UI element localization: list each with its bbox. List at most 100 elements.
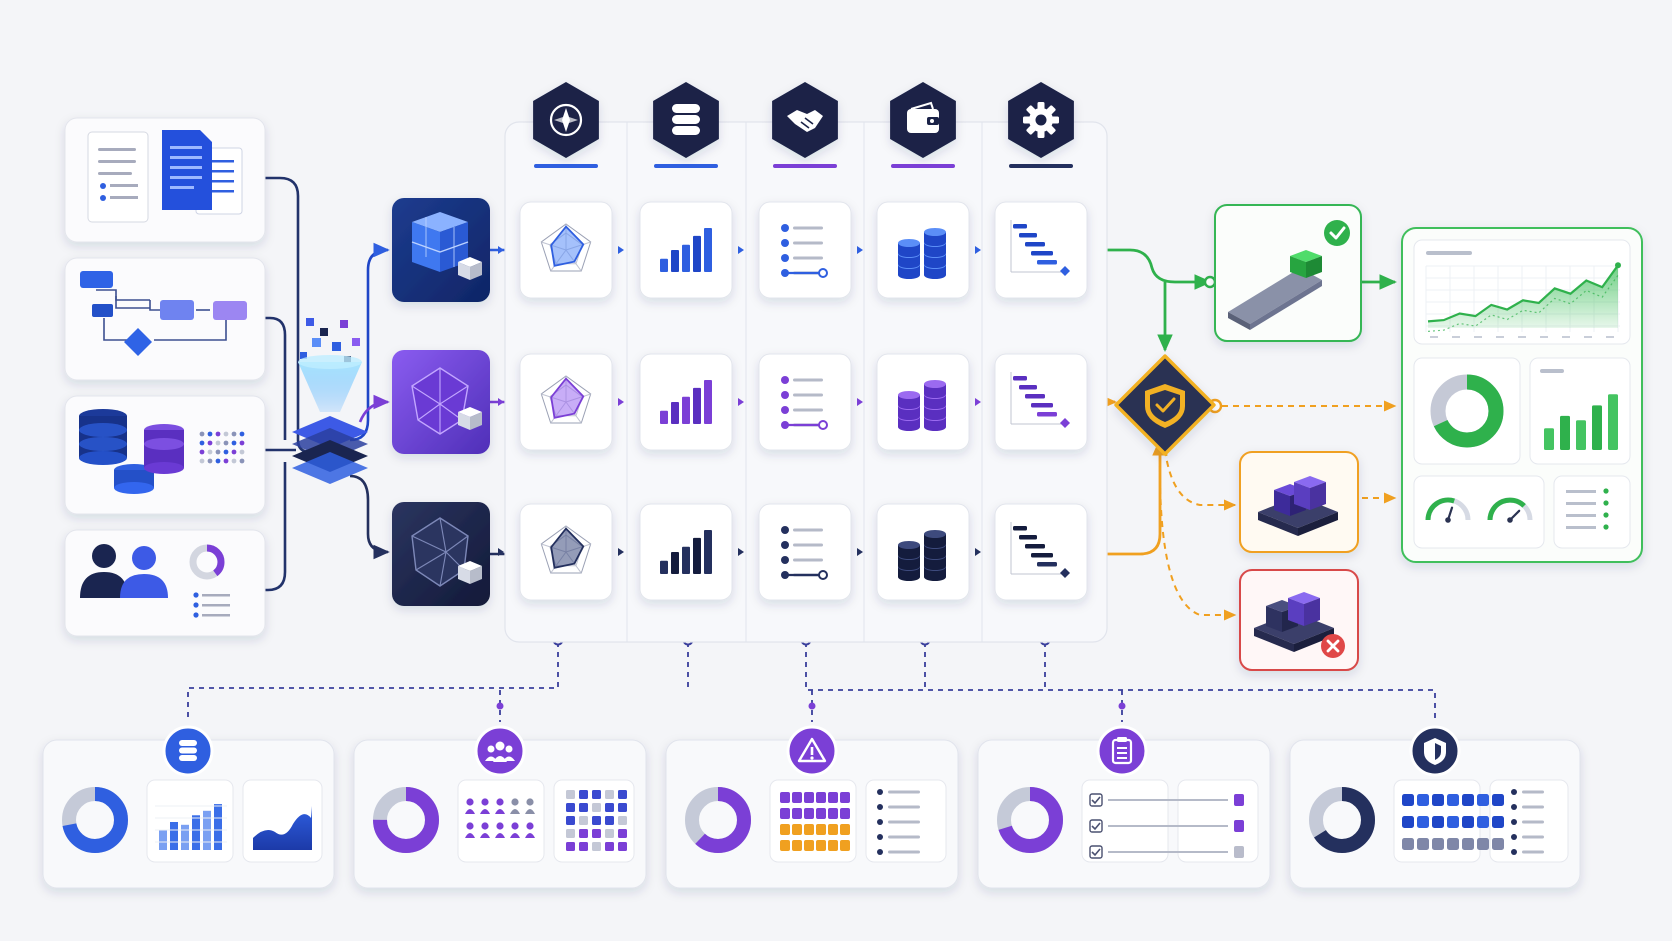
radar-chart-tile[interactable]: [519, 353, 613, 451]
dashboard-panel[interactable]: [1401, 227, 1643, 563]
dot-grid: [199, 431, 245, 464]
documents-icon: [87, 130, 243, 223]
source-card-documents[interactable]: [64, 117, 266, 243]
panel-donut: [1309, 787, 1375, 853]
connector-decision-failed: [1158, 454, 1237, 621]
lane-tile-blue[interactable]: [392, 198, 490, 302]
source-card-people[interactable]: [64, 529, 266, 637]
bar-chart-tile[interactable]: [639, 201, 733, 299]
bottom-panel[interactable]: [42, 725, 335, 889]
radar-chart-icon: [540, 223, 592, 272]
shield-badge-icon: [1409, 725, 1461, 777]
connector-hub-lane-1: [349, 242, 390, 442]
bar-chart-tile[interactable]: [639, 353, 733, 451]
connector-hub-lane-2: [358, 394, 390, 423]
stage-arrow: [738, 246, 744, 254]
panel-bar-chart: [155, 804, 227, 850]
x-badge-icon: [1321, 634, 1345, 658]
column-header[interactable]: [890, 82, 956, 158]
coin-stack-icon: [898, 228, 946, 279]
coin-stack-tile[interactable]: [876, 353, 970, 451]
lane-tile-navy[interactable]: [392, 502, 490, 606]
database-stack-icon: [79, 409, 184, 494]
stage-arrow: [857, 398, 863, 406]
connector-flowchart-hub: [250, 316, 287, 440]
stage-arrow: [975, 548, 981, 556]
stage-arrow: [857, 548, 863, 556]
dashboard-bar: [1608, 394, 1618, 450]
lane-tile-purple[interactable]: [392, 350, 490, 454]
stage-arrow: [618, 548, 624, 556]
source-card-flowchart[interactable]: [64, 257, 266, 381]
gantt-chart-icon: [1010, 522, 1070, 578]
shield-check-icon: [1145, 384, 1185, 428]
database-badge-icon: [162, 725, 214, 777]
column-header[interactable]: [653, 82, 719, 158]
radar-chart-tile[interactable]: [519, 503, 613, 601]
source-card-databases[interactable]: [64, 395, 266, 515]
outcome-failed[interactable]: [1239, 569, 1359, 671]
checklist-tile[interactable]: [758, 503, 852, 601]
bottom-panel[interactable]: [977, 725, 1271, 889]
panel-donut: [62, 787, 128, 853]
column-underline: [773, 164, 837, 168]
flowchart-icon: [80, 271, 247, 356]
stage-arrow: [498, 398, 504, 406]
cube-cluster-icon: [411, 212, 482, 280]
gantt-chart-tile[interactable]: [994, 353, 1088, 451]
stage-arrow: [498, 548, 504, 556]
checklist-tile[interactable]: [758, 353, 852, 451]
compass-icon: [549, 103, 583, 137]
panel-list: [1511, 789, 1544, 855]
outcome-pending[interactable]: [1239, 451, 1359, 553]
column-underline: [654, 164, 718, 168]
stage-arrow: [498, 246, 504, 254]
handshake-icon: [787, 110, 823, 132]
panel-checklist: [1089, 793, 1244, 859]
coin-stack-tile[interactable]: [876, 503, 970, 601]
decision-gate[interactable]: [1114, 354, 1216, 456]
connector-check-node: [1203, 275, 1217, 289]
mini-donut: [189, 544, 225, 580]
panel-donut: [685, 787, 751, 853]
checklist-tile[interactable]: [758, 201, 852, 299]
dashboard-donut: [1413, 357, 1521, 465]
stage-arrow: [738, 398, 744, 406]
polyhedron-icon: [411, 367, 482, 435]
column-header[interactable]: [772, 82, 838, 158]
connector-navy-decision: [1092, 438, 1168, 556]
bottom-panel[interactable]: [1289, 725, 1581, 889]
gantt-chart-icon: [1010, 220, 1070, 276]
connector-people-hub: [250, 462, 287, 592]
wallet-icon: [907, 101, 939, 133]
people-icon: [80, 544, 168, 598]
panel-list: [877, 789, 920, 855]
wireframe-gem-icon: [411, 517, 482, 587]
panel-heat-grid: [780, 792, 850, 851]
gantt-chart-tile[interactable]: [994, 201, 1088, 299]
connector-decision-pending: [1164, 449, 1237, 511]
column-header[interactable]: [1008, 82, 1074, 158]
bottom-panel[interactable]: [353, 725, 647, 889]
column-header[interactable]: [533, 82, 599, 158]
dashboard-line-chart: [1413, 239, 1631, 345]
outcome-success[interactable]: [1214, 204, 1362, 342]
gear-icon: [1023, 102, 1059, 138]
radar-chart-tile[interactable]: [519, 201, 613, 299]
dashboard-bar: [1576, 420, 1586, 450]
coin-stack-icon: [898, 380, 946, 431]
stage-arrow: [738, 548, 744, 556]
coin-stack-tile[interactable]: [876, 201, 970, 299]
bottom-panel[interactable]: [665, 725, 959, 889]
source-cards: [64, 117, 266, 637]
ingestion-hub[interactable]: [292, 318, 368, 484]
connector-node: [1118, 702, 1126, 710]
gantt-chart-tile[interactable]: [994, 503, 1088, 601]
bar-chart-tile[interactable]: [639, 503, 733, 601]
stage-tiles: [498, 201, 1088, 601]
bar-chart-icon: [660, 228, 712, 272]
checklist-icon: [781, 224, 828, 278]
gauge-icon: [1487, 497, 1533, 523]
lane-tiles: [392, 198, 490, 606]
dashboard-gauges: [1413, 475, 1545, 549]
